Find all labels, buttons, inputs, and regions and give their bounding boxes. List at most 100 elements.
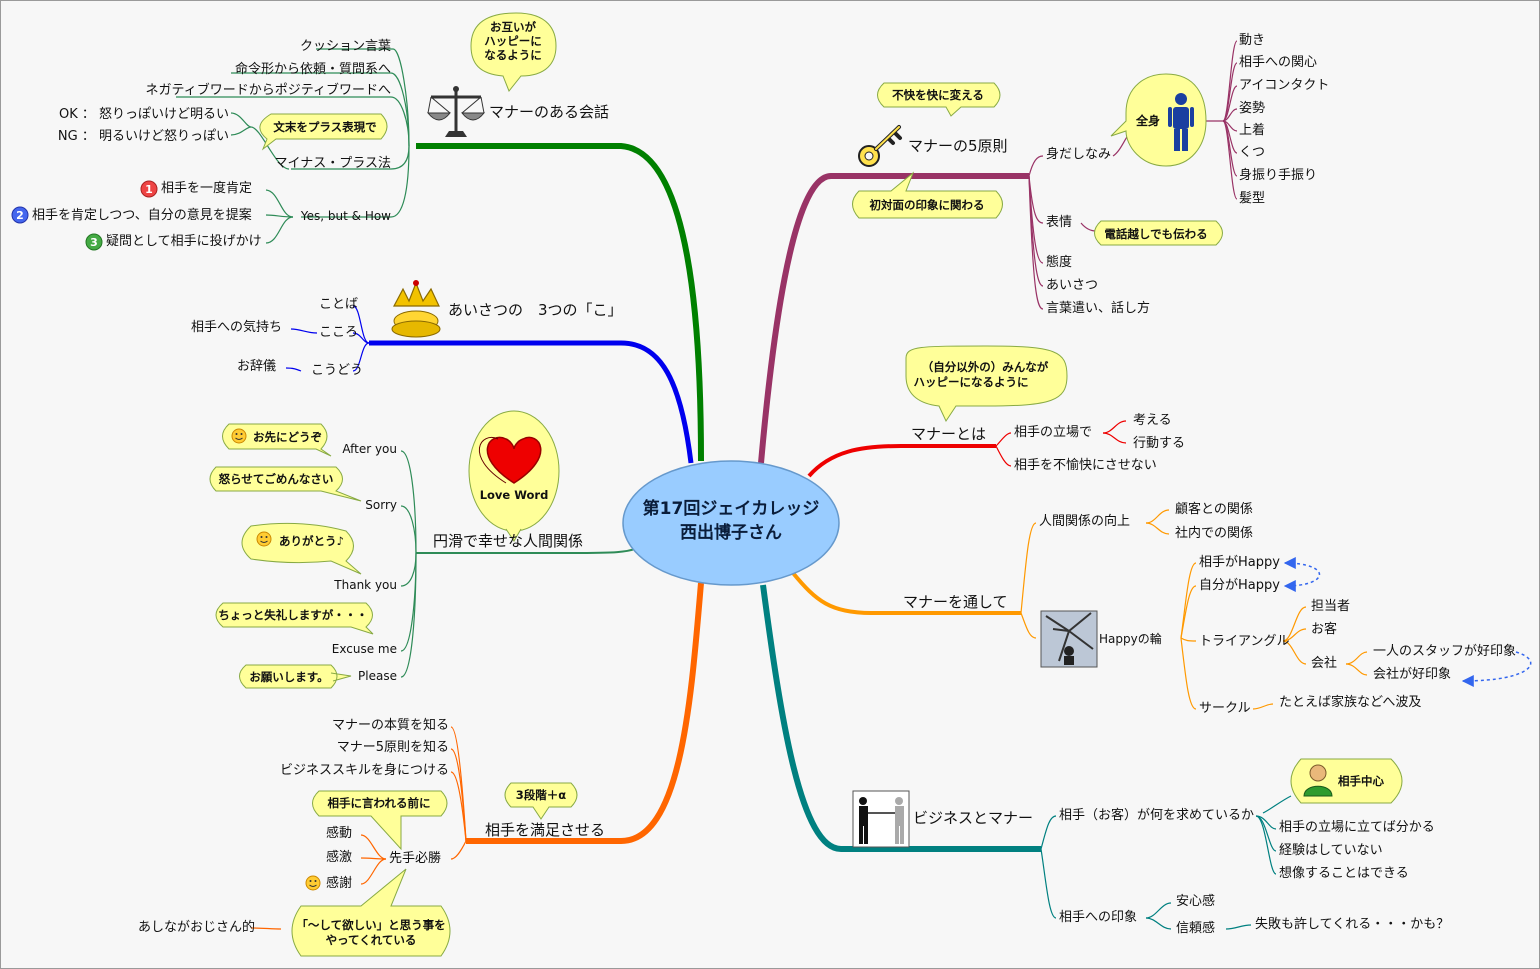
callout-shotaimen: 初対面の印象に関わる: [852, 171, 1003, 219]
smile-icon-arigatou: [256, 531, 272, 547]
callout-bunmatsu-text: 文末をプラス表現で: [273, 120, 376, 134]
central-topic-line2: 西出博子さん: [680, 522, 782, 543]
yes-but-item-3[interactable]: 疑問として相手に投げかけ: [106, 234, 262, 249]
manners-item-negative[interactable]: ネガティブワードからポジティブワードへ: [145, 83, 391, 98]
callout-minna: （自分以外の）みんなが ハッピーになるように: [905, 345, 1068, 423]
manners-item-meirei[interactable]: 命令形から依頼・質問系へ: [234, 62, 391, 77]
topic-manners-talk[interactable]: マナーのある会話: [489, 103, 610, 121]
happy-loop-arrow: [1283, 557, 1320, 592]
gensoku-item-taido[interactable]: 態度: [1046, 255, 1073, 270]
minus-plus-ng[interactable]: NG ： 明るいけど怒りっぽい: [57, 129, 229, 144]
zenshin-item-ugoki[interactable]: 動き: [1239, 33, 1266, 48]
wa-item-circle[interactable]: サークル: [1199, 701, 1251, 716]
zenshin-item-kutsu[interactable]: くつ: [1239, 145, 1266, 160]
shinrai-item-shippai[interactable]: 失敗も許してくれる・・・かも？: [1255, 917, 1450, 932]
gensoku-item-kotobazukai[interactable]: 言葉遣い、話し方: [1046, 301, 1151, 316]
topic-business[interactable]: ビジネスとマナー: [913, 809, 1034, 827]
manzoku-item-gensoku[interactable]: マナー5原則を知る: [336, 740, 449, 755]
business-item-inshou[interactable]: 相手への印象: [1059, 910, 1138, 925]
manzoku-item-honshitsu[interactable]: マナーの本質を知る: [331, 718, 449, 733]
user-icon: [1303, 764, 1333, 797]
tooshite-item-wa[interactable]: Happyの輪: [1099, 632, 1162, 646]
ningen-item-excuse-me[interactable]: Excuse me: [331, 642, 397, 656]
tachiba-item-koudou[interactable]: 行動する: [1133, 436, 1186, 451]
wa-item-jibun[interactable]: 自分がHappy: [1199, 578, 1280, 593]
motome-item-souzou[interactable]: 想像することはできる: [1279, 866, 1409, 881]
branch-gensoku: [758, 173, 1029, 464]
triangle-item-kaisha[interactable]: 会社: [1311, 656, 1338, 671]
manners-item-yes-but[interactable]: Yes, but & How: [300, 209, 391, 223]
zenshin-item-eye-contact[interactable]: アイコンタクト: [1239, 78, 1330, 93]
sente-item-kansha[interactable]: 感謝: [326, 876, 353, 891]
sente-item-kandou[interactable]: 感動: [326, 826, 353, 841]
callout-ojisan: 「～して欲しい」と思う事を やってくれている: [291, 868, 451, 957]
zenshin-item-kamigata[interactable]: 髪型: [1239, 191, 1266, 206]
scales-icon: [426, 86, 486, 137]
manners-item-cushion[interactable]: クッション言葉: [299, 39, 391, 54]
ningen-item-please[interactable]: Please: [358, 669, 397, 683]
ningen-item-after-you[interactable]: After you: [342, 442, 397, 456]
inshou-item-shinrai[interactable]: 信頼感: [1176, 921, 1216, 936]
zenshin-item-kanshin[interactable]: 相手への関心: [1239, 55, 1318, 70]
callout-otagai-line3: なるように: [484, 48, 542, 62]
koudou-sub[interactable]: お辞儀: [237, 359, 277, 374]
manzoku-item-sente[interactable]: 先手必勝: [389, 851, 442, 866]
tooshite-item-kankei[interactable]: 人間関係の向上: [1039, 514, 1131, 529]
manzoku-item-ojisan[interactable]: あしながおじさん的: [138, 920, 256, 935]
business-item-motome[interactable]: 相手（お客）が何を求めているか: [1059, 808, 1255, 823]
kaisha-item-staff[interactable]: 一人のスタッフが好印象: [1373, 644, 1517, 659]
zenshin-item-miburi[interactable]: 身振り手振り: [1239, 168, 1318, 183]
circle-item-kazoku[interactable]: たとえば家族などへ波及: [1279, 695, 1422, 710]
yes-but-item-1[interactable]: 相手を一度肯定: [161, 181, 253, 196]
kankei-item-kokyaku[interactable]: 顧客との関係: [1175, 502, 1253, 517]
sente-item-kangeki[interactable]: 感激: [326, 850, 353, 865]
manners-item-minus-plus[interactable]: マイナス・プラス法: [274, 156, 391, 171]
ningen-item-thank-you[interactable]: Thank you: [334, 578, 397, 592]
topic-ningen[interactable]: 円滑で幸せな人間関係: [433, 532, 584, 550]
kokoro-sub[interactable]: 相手への気持ち: [191, 320, 283, 335]
zenshin-item-uwagi[interactable]: 上着: [1239, 123, 1266, 138]
topic-toha[interactable]: マナーとは: [911, 425, 987, 443]
yes-but-item-2[interactable]: 相手を肯定しつつ、自分の意見を提案: [32, 208, 252, 223]
ningen-item-sorry[interactable]: Sorry: [365, 498, 397, 512]
callout-osakini-text: お先にどうぞ: [253, 430, 322, 444]
wa-item-triangle[interactable]: トライアングル: [1199, 634, 1290, 649]
topic-aisatsu[interactable]: あいさつの 3つの「こ」: [448, 301, 623, 319]
aisatsu-item-kokoro[interactable]: こころ: [319, 325, 359, 340]
number-badge-3-text: 3: [90, 236, 98, 249]
wa-item-aite[interactable]: 相手がHappy: [1199, 555, 1280, 570]
toha-item-tachiba[interactable]: 相手の立場で: [1014, 425, 1093, 440]
aisatsu-item-kotoba[interactable]: ことば: [319, 297, 359, 312]
motome-item-keiken[interactable]: 経験はしていない: [1279, 843, 1383, 858]
crown-icon: [391, 280, 441, 338]
topic-gensoku[interactable]: マナーの5原則: [908, 137, 1008, 155]
toha-item-fuyukai[interactable]: 相手を不愉快にさせない: [1014, 458, 1157, 473]
callout-3dankai-text: 3段階＋α: [516, 788, 567, 802]
aisatsu-item-koudou[interactable]: こうどう: [311, 363, 364, 378]
zenshin-item-shisei[interactable]: 姿勢: [1239, 101, 1266, 116]
triangle-item-tantou[interactable]: 担当者: [1311, 599, 1351, 614]
triangle-item-okyaku[interactable]: お客: [1311, 622, 1338, 637]
person-icon: [1168, 93, 1194, 151]
callout-otagai-line2: ハッピーに: [484, 34, 542, 48]
motome-item-tachiba[interactable]: 相手の立場に立てば分かる: [1279, 820, 1435, 835]
topic-manzoku[interactable]: 相手を満足させる: [485, 821, 606, 839]
zenshin-label[interactable]: 全身: [1136, 114, 1161, 128]
callout-sente: 相手に言われる前に: [312, 790, 448, 851]
gensoku-item-midashinami[interactable]: 身だしなみ: [1046, 147, 1112, 162]
number-badge-1: 1: [140, 180, 158, 198]
minus-plus-ok[interactable]: OK ： 怒りっぽいけど明るい: [58, 107, 229, 122]
kankei-item-shanai[interactable]: 社内での関係: [1175, 526, 1254, 541]
central-topic: [622, 460, 840, 586]
kaisha-item-company[interactable]: 会社が好印象: [1373, 667, 1452, 682]
gensoku-item-aisatsu[interactable]: あいさつ: [1046, 278, 1099, 293]
callout-minna-line1: （自分以外の）みんなが: [922, 360, 1049, 374]
gensoku-item-hyoujou[interactable]: 表情: [1046, 215, 1073, 230]
manzoku-item-skill[interactable]: ビジネススキルを身につける: [279, 763, 449, 778]
callout-denwa-text: 電話越しでも伝わる: [1104, 227, 1207, 241]
kaisha-arrow: [1461, 651, 1532, 687]
topic-tooshite[interactable]: マナーを通して: [903, 593, 1008, 611]
inshou-item-anshin[interactable]: 安心感: [1176, 894, 1216, 909]
tachiba-item-kangaeru[interactable]: 考える: [1133, 413, 1172, 428]
callout-okorasete: 怒らせてごめんなさい: [209, 466, 362, 502]
